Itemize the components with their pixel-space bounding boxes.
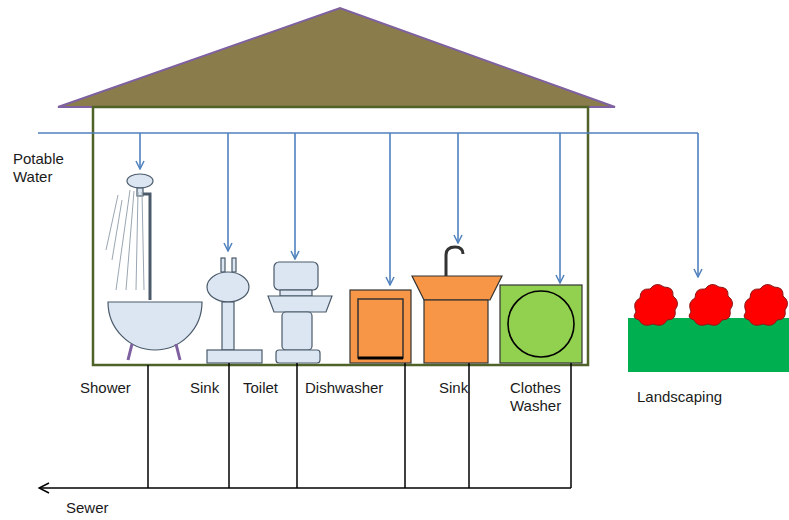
fixture-label: Sink [190, 379, 219, 397]
bathroom-sink [207, 258, 262, 363]
landscaping [628, 284, 789, 372]
clothes-washer [500, 285, 582, 363]
kitchen-sink [412, 247, 502, 363]
toilet [268, 262, 332, 363]
dishwasher [350, 290, 411, 363]
sewer-label: Sewer [66, 499, 109, 517]
house-wall [93, 107, 588, 365]
potable-water-label: Potable Water [13, 150, 75, 186]
fixture-label: Toilet [243, 379, 278, 397]
fixture-label: Clothes Washer [510, 379, 568, 415]
roof [58, 8, 615, 107]
fixture-label: Sink [439, 379, 468, 397]
landscaping-label: Landscaping [637, 388, 722, 406]
fixture-label: Dishwasher [305, 379, 383, 397]
sewer-pipes [40, 363, 571, 488]
fixture-label: Shower [80, 379, 131, 397]
shower [106, 174, 202, 360]
